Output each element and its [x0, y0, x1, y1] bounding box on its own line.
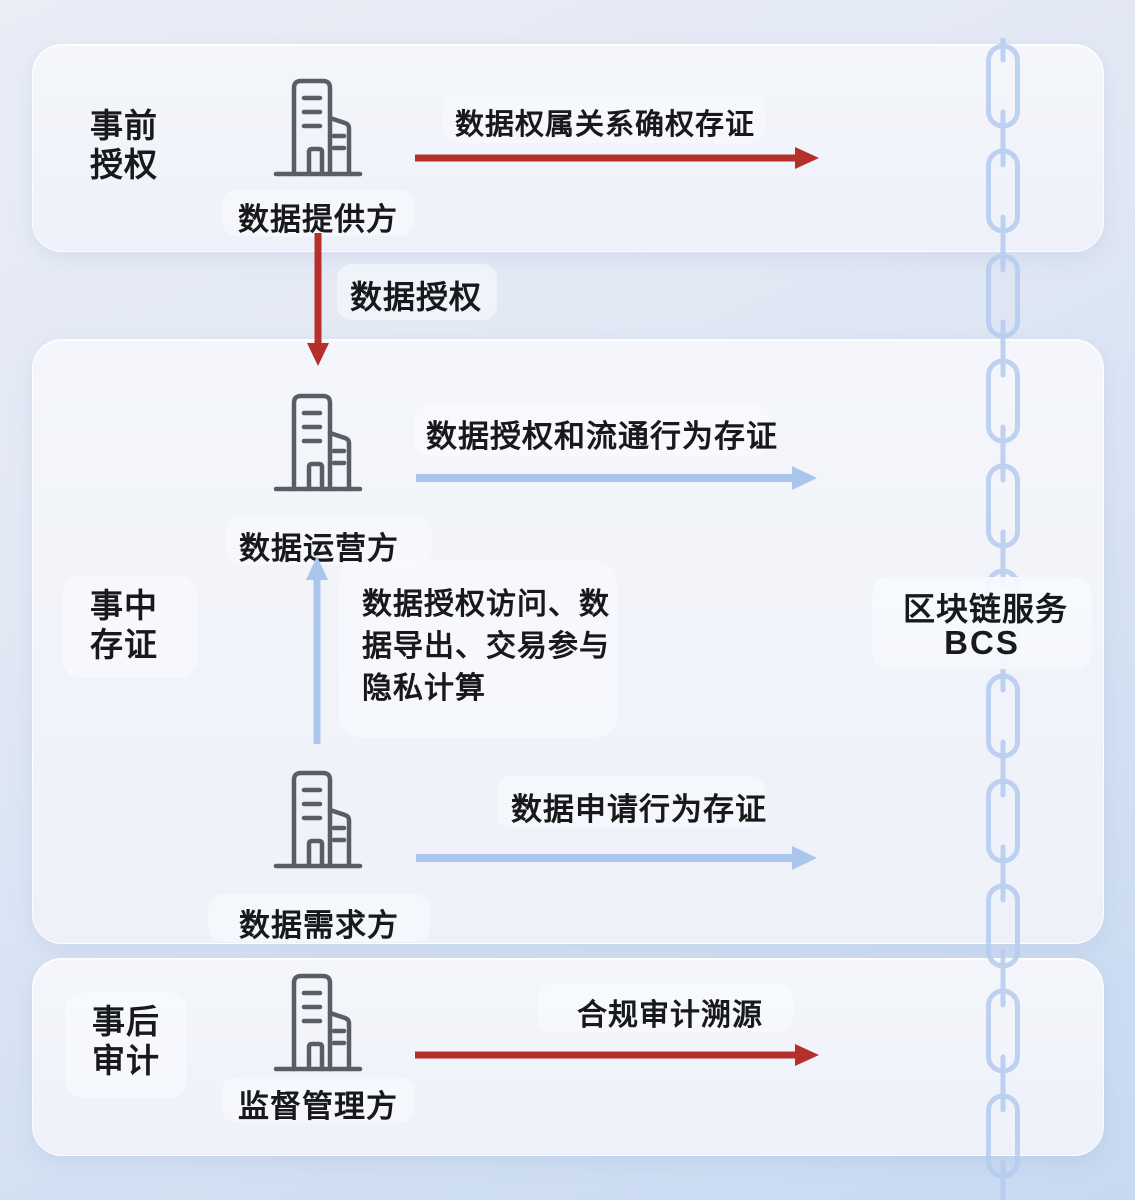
arrow-label-box-regulator-to-chain	[538, 983, 793, 1033]
building-icon-regulator	[268, 965, 368, 1075]
stage-label-pre-authorization: 事前授权	[90, 107, 158, 183]
arrow-label-box-data-authorization	[337, 264, 497, 320]
arrow-label-regulator-to-chain: 合规审计溯源	[577, 999, 763, 1032]
blockchain-chain-icon	[986, 38, 1020, 1200]
arrow-consumer-to-chain	[416, 846, 817, 870]
arrow-label-consumer-to-chain: 数据申请行为存证	[511, 792, 767, 827]
actor-name-consumer: 数据需求方	[239, 908, 399, 943]
building-icon-operator	[268, 385, 368, 495]
arrow-label-box-consumer-to-operator	[339, 561, 617, 737]
blockchain-service-subtitle: BCS	[944, 624, 1020, 661]
arrow-operator-to-chain	[416, 466, 817, 490]
actor-box-operator	[226, 517, 432, 565]
actor-name-provider: 数据提供方	[238, 202, 398, 237]
arrow-regulator-to-chain	[415, 1044, 819, 1066]
arrow-label-box-consumer-to-chain	[497, 776, 765, 828]
arrow-provider-to-operator	[307, 233, 329, 366]
arrow-provider-to-chain	[415, 147, 819, 169]
stage-label-post-audit: 事后审计	[92, 1003, 160, 1079]
panel-pre-authorization	[32, 44, 1104, 252]
blockchain-service-label-box	[872, 577, 1092, 669]
actor-box-provider	[222, 190, 414, 236]
arrow-label-operator-to-chain: 数据授权和流通行为存证	[426, 419, 778, 454]
stage-label-box-mid	[63, 575, 197, 678]
actor-box-consumer	[208, 894, 430, 942]
arrow-label-box-provider-to-chain	[443, 95, 765, 143]
stage-label-box-post	[65, 992, 187, 1098]
blockchain-service-title: 区块链服务	[903, 591, 1069, 627]
arrow-consumer-to-operator	[306, 556, 328, 744]
arrow-label-box-operator-to-chain	[414, 404, 770, 456]
stage-label-in-process-deposit: 事中存证	[90, 587, 158, 663]
building-icon-consumer	[268, 762, 368, 872]
arrow-label-data-authorization: 数据授权	[350, 279, 483, 315]
arrow-label-provider-to-chain: 数据权属关系确权存证	[455, 109, 756, 141]
actor-box-regulator	[222, 1077, 414, 1123]
building-icon-provider	[268, 70, 368, 180]
actor-name-regulator: 监督管理方	[238, 1089, 398, 1124]
arrow-label-consumer-to-operator: 数据授权访问、数据导出、交易参与隐私计算	[362, 588, 610, 705]
